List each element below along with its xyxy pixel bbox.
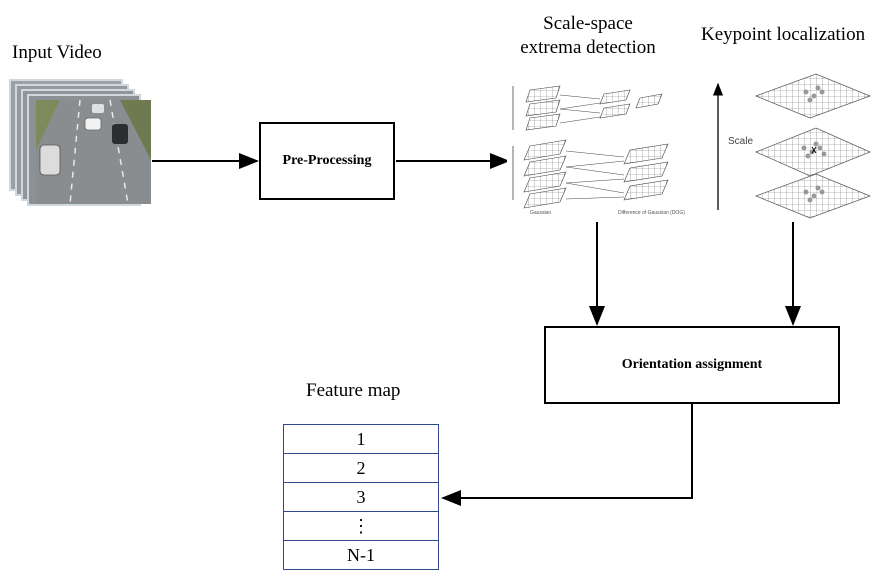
video-frame-front — [36, 99, 151, 205]
scale-space-label-line2: extrema detection — [520, 37, 656, 58]
keypoint-figure: Scale — [708, 62, 876, 219]
dog-caption: Difference of Gaussian (DOG) — [618, 210, 685, 216]
feature-map-row-1: 1 — [284, 425, 438, 454]
input-video-frames — [9, 79, 151, 206]
feature-map-row-ellipsis: ⋮ — [284, 512, 438, 541]
arrow-orientation-to-feature-map — [441, 404, 693, 506]
orientation-assignment-box: Orientation assignment — [544, 326, 840, 404]
gaussian-caption: Gaussian — [530, 210, 551, 216]
feature-map-table: 1 2 3 ⋮ N-1 — [283, 424, 439, 570]
feature-map-label: Feature map — [306, 380, 401, 401]
preprocessing-box: Pre-Processing — [259, 122, 395, 200]
feature-map-row-3: 3 — [284, 483, 438, 512]
feature-map-row-2: 2 — [284, 454, 438, 483]
input-video-label: Input Video — [12, 42, 102, 63]
keypoint-localization-label: Keypoint localization — [701, 24, 866, 45]
scale-space-figure: Gaussian Difference of Gaussian (DOG) — [507, 78, 685, 218]
scale-axis-label: Scale — [728, 136, 753, 147]
scale-space-label: Scale-space extrema detection — [498, 12, 678, 60]
scale-space-label-line1: Scale-space — [543, 13, 633, 34]
